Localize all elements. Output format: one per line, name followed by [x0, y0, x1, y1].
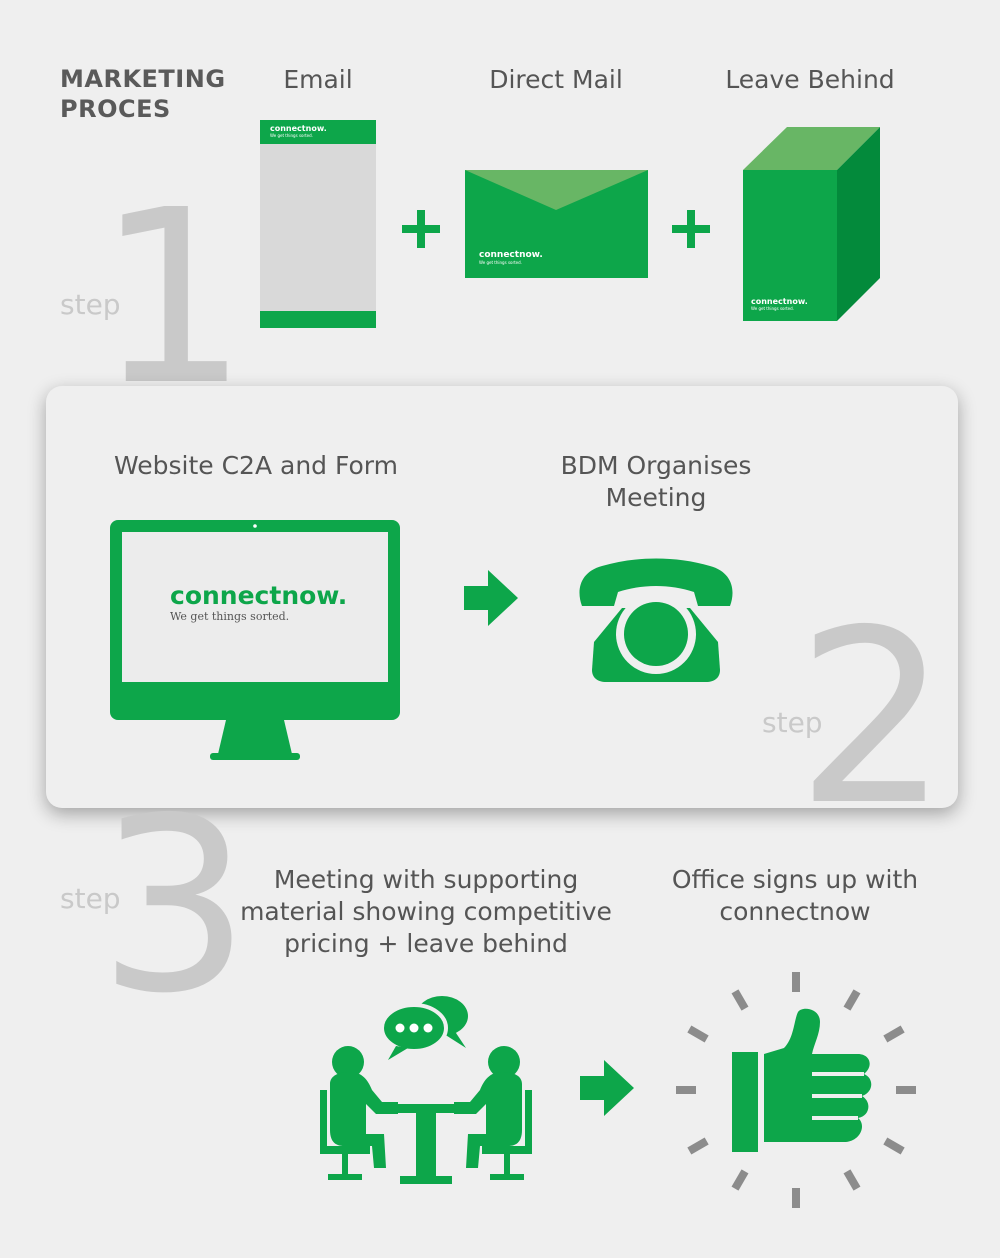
step-2-number: 2	[796, 578, 949, 808]
step-3-number: 3	[98, 766, 251, 1046]
website-label: Website C2A and Form	[114, 451, 398, 480]
signup-label: Office signs up with connectnow	[650, 864, 940, 928]
box-icon: connectnow. We get things sorted.	[743, 126, 881, 322]
step-1-number: 1	[96, 158, 249, 438]
meeting-label-line-1: Meeting with supporting	[273, 865, 579, 894]
email-brand: connectnow.	[270, 124, 327, 133]
page-title: MARKETING PROCES	[60, 64, 226, 124]
thumbs-up-icon	[676, 972, 916, 1208]
box-tagline: We get things sorted.	[751, 306, 794, 311]
plus-icon	[672, 210, 710, 248]
email-footer	[260, 311, 376, 328]
meeting-label: Meeting with supporting material showing…	[236, 864, 616, 960]
bdm-label-line-2: Meeting	[605, 483, 707, 512]
email-icon: connectnow. We get things sorted.	[260, 120, 376, 328]
direct-mail-label: Direct Mail	[489, 65, 623, 94]
step-1-word: step	[60, 288, 121, 321]
arrow-right-icon	[464, 570, 518, 626]
bdm-label: BDM Organises Meeting	[526, 450, 786, 514]
step-2-word: step	[762, 706, 823, 739]
email-tagline: We get things sorted.	[270, 133, 313, 138]
envelope-brand: connectnow.	[479, 250, 543, 260]
meeting-icon	[320, 996, 532, 1184]
screen-tagline: We get things sorted.	[170, 610, 290, 623]
leave-behind-label: Leave Behind	[725, 65, 895, 94]
title-line-1: MARKETING	[60, 65, 226, 93]
box-brand: connectnow.	[751, 297, 808, 306]
title-line-2: PROCES	[60, 95, 171, 123]
telephone-icon	[579, 558, 733, 682]
email-header: connectnow. We get things sorted.	[260, 120, 376, 144]
monitor-icon: connectnow. We get things sorted.	[110, 520, 400, 762]
meeting-label-line-3: pricing + leave behind	[284, 929, 568, 958]
bdm-label-line-1: BDM Organises	[560, 451, 752, 480]
signup-label-line-1: Office signs up with	[671, 865, 919, 894]
envelope-tagline: We get things sorted.	[479, 260, 522, 265]
envelope-icon: connectnow. We get things sorted.	[465, 170, 648, 278]
meeting-label-line-2: material showing competitive	[240, 897, 612, 926]
step-3-word: step	[60, 882, 121, 915]
arrow-right-icon	[580, 1060, 634, 1116]
plus-icon	[402, 210, 440, 248]
screen-brand: connectnow.	[170, 581, 348, 610]
signup-label-line-2: connectnow	[719, 897, 871, 926]
email-label: Email	[283, 65, 353, 94]
step-2-panel: 2 step Website C2A and Form BDM Organise…	[46, 386, 958, 808]
